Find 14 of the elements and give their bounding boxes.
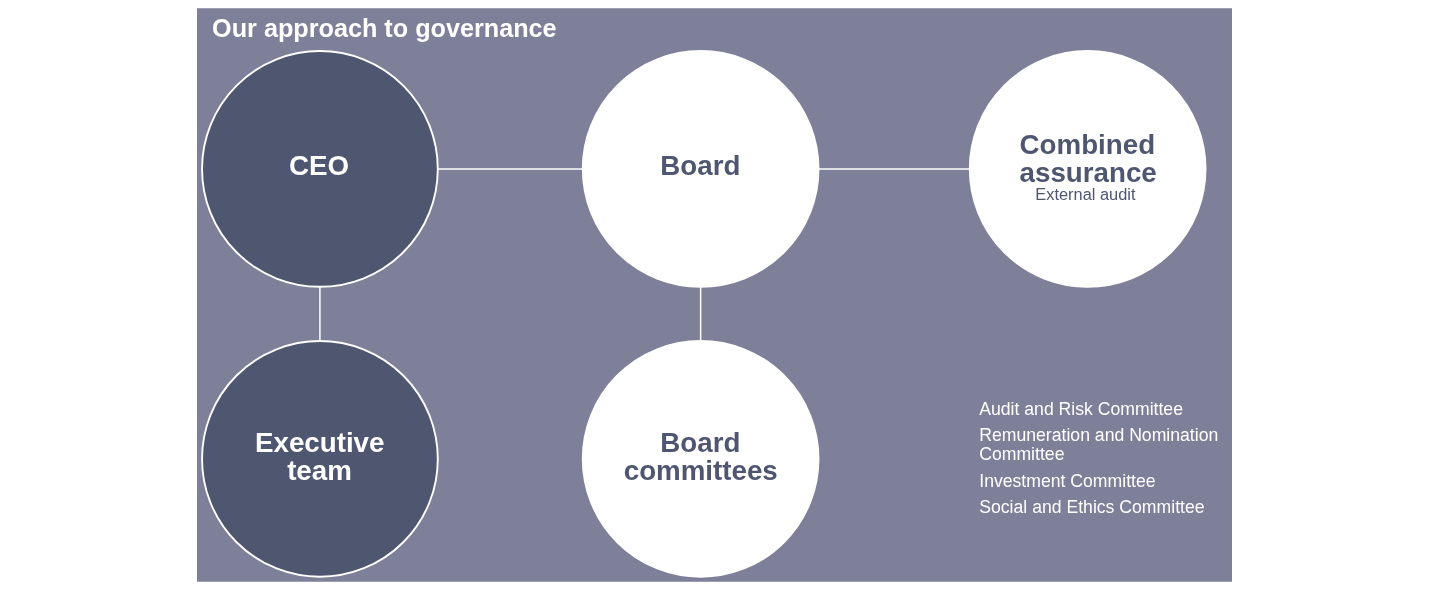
diagram-title: Our approach to governance bbox=[212, 14, 557, 43]
label: Remuneration and Nomination Committee bbox=[979, 425, 1219, 465]
connector bbox=[699, 286, 702, 342]
label: Audit and Risk Committee bbox=[979, 399, 1183, 420]
node-circle: Combined assurance External audit bbox=[968, 50, 1207, 288]
node-circle: Executive team bbox=[201, 340, 439, 578]
node-circle: Board committees bbox=[581, 340, 820, 578]
connector bbox=[437, 168, 584, 170]
connector bbox=[319, 286, 321, 342]
node-circle: CEO bbox=[201, 50, 439, 288]
node-circle: Board bbox=[581, 50, 820, 288]
label: Social and Ethics Committee bbox=[979, 497, 1205, 518]
connector bbox=[817, 168, 971, 170]
label: Investment Committee bbox=[979, 470, 1156, 491]
